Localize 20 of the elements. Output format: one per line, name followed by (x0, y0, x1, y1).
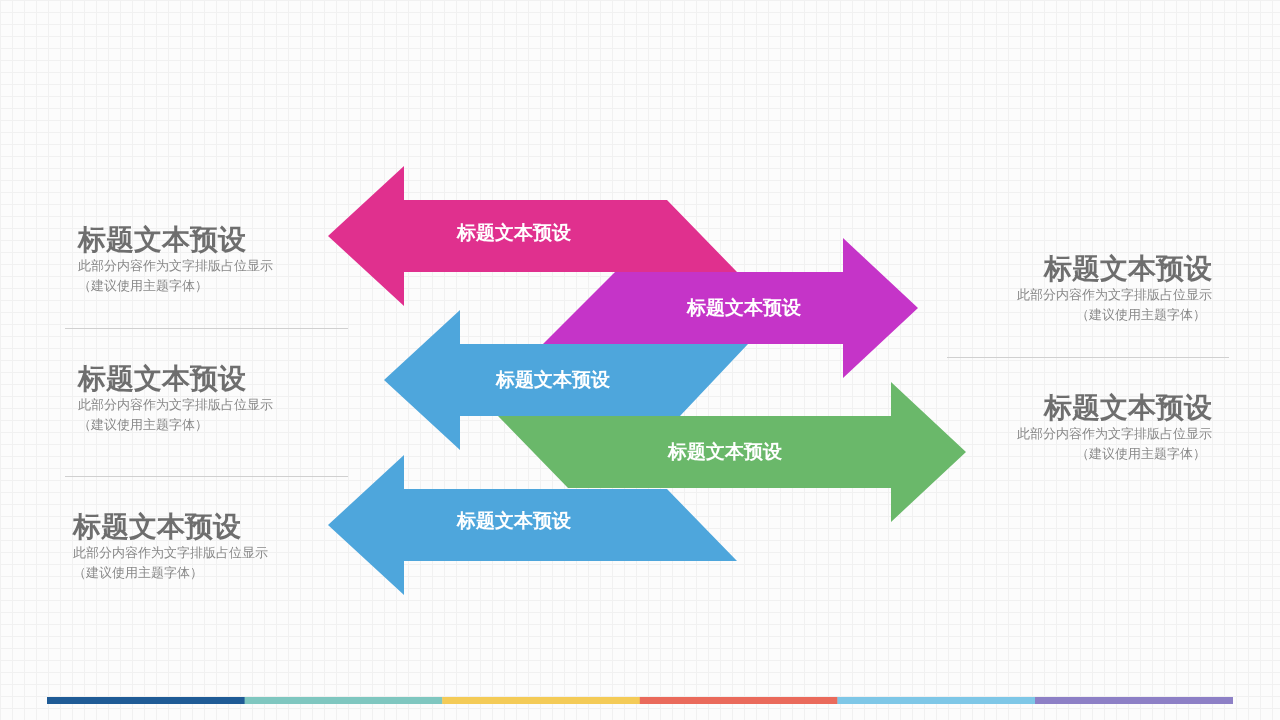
body-text: 此部分内容作为文字排版占位显示 (1017, 425, 1212, 443)
arrow-label: 标题文本预设 (457, 220, 571, 245)
heading-text: 标题文本预设 (1044, 252, 1212, 286)
heading-text: 标题文本预设 (78, 362, 246, 396)
body-text: （建议使用主题字体） (73, 564, 203, 582)
body-text: （建议使用主题字体） (1076, 445, 1206, 463)
heading-text: 标题文本预设 (1044, 391, 1212, 425)
body-text: （建议使用主题字体） (78, 277, 208, 295)
arrow-label: 标题文本预设 (496, 367, 610, 392)
body-text: 此部分内容作为文字排版占位显示 (78, 396, 273, 414)
body-text: 此部分内容作为文字排版占位显示 (78, 257, 273, 275)
heading-text: 标题文本预设 (78, 223, 246, 257)
arrow-label: 标题文本预设 (668, 439, 782, 464)
body-text: （建议使用主题字体） (1076, 306, 1206, 324)
arrow-label: 标题文本预设 (457, 508, 571, 533)
body-text: （建议使用主题字体） (78, 416, 208, 434)
arrow-label: 标题文本预设 (687, 295, 801, 320)
body-text: 此部分内容作为文字排版占位显示 (1017, 286, 1212, 304)
heading-text: 标题文本预设 (73, 510, 241, 544)
body-text: 此部分内容作为文字排版占位显示 (73, 544, 268, 562)
